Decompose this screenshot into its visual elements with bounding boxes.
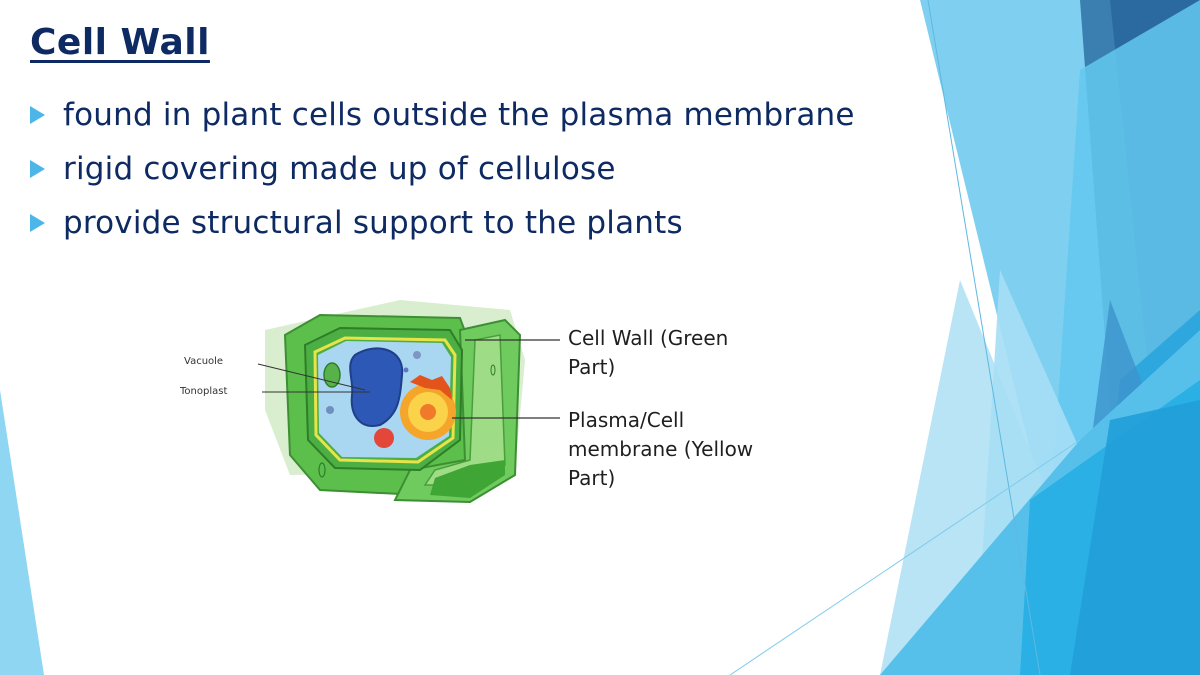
triangle-bullet-icon bbox=[30, 160, 45, 178]
cell-wall-label-line: Cell Wall (Green bbox=[568, 326, 729, 350]
triangle-bullet-icon bbox=[30, 214, 45, 232]
vacuole-label: Vacuole bbox=[184, 356, 224, 367]
bullet-item: provide structural support to the plants bbox=[30, 196, 855, 250]
bullet-text: found in plant cells outside the plasma … bbox=[63, 97, 855, 133]
membrane-label-line: membrane (Yellow bbox=[568, 437, 754, 461]
membrane-label-line: Plasma/Cell bbox=[568, 408, 685, 432]
membrane-label-line: Part) bbox=[568, 466, 616, 490]
cell-wall-label-line: Part) bbox=[568, 355, 616, 379]
bullet-text: provide structural support to the plants bbox=[63, 205, 683, 241]
bullet-list: found in plant cells outside the plasma … bbox=[30, 88, 855, 250]
bullet-item: rigid covering made up of cellulose bbox=[30, 142, 855, 196]
plant-cell-illustration bbox=[257, 300, 560, 504]
plant-cell-figure: Vacuole Tonoplast Cell Wall (Green Part)… bbox=[170, 290, 770, 530]
slide-title: Cell Wall bbox=[30, 22, 210, 63]
triangle-bullet-icon bbox=[30, 106, 45, 124]
tonoplast-label: Tonoplast bbox=[180, 386, 228, 397]
bullet-item: found in plant cells outside the plasma … bbox=[30, 88, 855, 142]
bullet-text: rigid covering made up of cellulose bbox=[63, 151, 616, 187]
cell-wall-label: Cell Wall (Green Part) bbox=[568, 324, 728, 382]
plasma-membrane-label: Plasma/Cell membrane (Yellow Part) bbox=[568, 406, 753, 493]
